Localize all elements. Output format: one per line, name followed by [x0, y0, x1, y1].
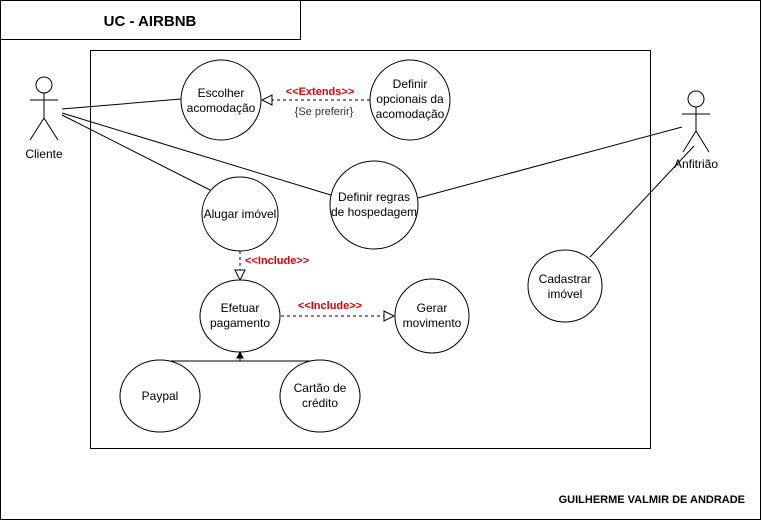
uc-opcionais-line3: acomodação: [376, 107, 445, 121]
uc-cadastrar-imovel[interactable]: Cadastrar imóvel: [527, 249, 603, 323]
actor-cliente[interactable]: [29, 76, 59, 141]
diagram-title: UC - AIRBNB: [104, 13, 197, 30]
system-boundary: [90, 50, 651, 449]
title-box: [0, 0, 301, 40]
uc-gerar-line1: Gerar: [417, 301, 448, 315]
uc-regras-line2: de hospedagem: [331, 205, 417, 219]
assoc-anfitriao-regras: [417, 126, 683, 199]
assoc-cliente-regras: [61, 112, 335, 197]
uc-definir-regras[interactable]: Definir regras de hospedagem: [329, 160, 419, 250]
uc-opcionais-line1: Definir: [393, 77, 428, 91]
uc-cadastrar-line2: imóvel: [548, 287, 583, 301]
assoc-cliente-escolher: [61, 98, 182, 110]
actor-cliente-label: Cliente: [25, 147, 63, 161]
uc-regras-line1: Definir regras: [338, 190, 410, 204]
uc-cartao-line2: crédito: [302, 396, 338, 410]
uc-efetuar-pagamento[interactable]: Efetuar pagamento: [199, 279, 281, 353]
uc-gerar-line2: movimento: [403, 316, 462, 330]
uc-cartao-credito[interactable]: Cartão de crédito: [279, 359, 361, 433]
uc-alugar-line1: Alugar imóvel: [204, 207, 277, 221]
uc-efetuar-line2: pagamento: [210, 316, 270, 330]
include-label-2: <<Include>>: [298, 300, 362, 312]
assoc-anfitriao-cadastrar: [589, 145, 695, 258]
include-label-1: <<Include>>: [245, 255, 309, 267]
uc-cadastrar-line1: Cadastrar: [539, 272, 592, 286]
uc-paypal[interactable]: Paypal: [119, 359, 201, 433]
uc-definir-opcionais[interactable]: Definir opcionais da acomodação: [369, 59, 451, 141]
uc-escolher-line2: acomodação: [187, 101, 256, 115]
author-credit: GUILHERME VALMIR DE ANDRADE: [559, 494, 745, 506]
uc-escolher-acomodacao[interactable]: Escolher acomodação: [180, 59, 262, 141]
uc-escolher-line1: Escolher: [198, 86, 245, 100]
extends-label: <<Extends>>: [286, 86, 355, 98]
uc-alugar-imovel[interactable]: Alugar imóvel: [201, 176, 279, 252]
assoc-cliente-alugar: [61, 114, 211, 191]
uc-gerar-movimento[interactable]: Gerar movimento: [394, 278, 470, 354]
generalization: [171, 352, 321, 362]
uc-paypal-line1: Paypal: [142, 389, 179, 403]
uc-cartao-line1: Cartão de: [294, 381, 347, 395]
uc-efetuar-line1: Efetuar: [221, 301, 260, 315]
associations: [61, 98, 695, 258]
actor-anfitriao-label: Anfitrião: [674, 157, 718, 171]
uc-opcionais-line2: opcionais da: [376, 92, 444, 106]
actor-anfitriao[interactable]: [682, 90, 710, 153]
extends-condition: {Se preferir}: [295, 106, 354, 118]
